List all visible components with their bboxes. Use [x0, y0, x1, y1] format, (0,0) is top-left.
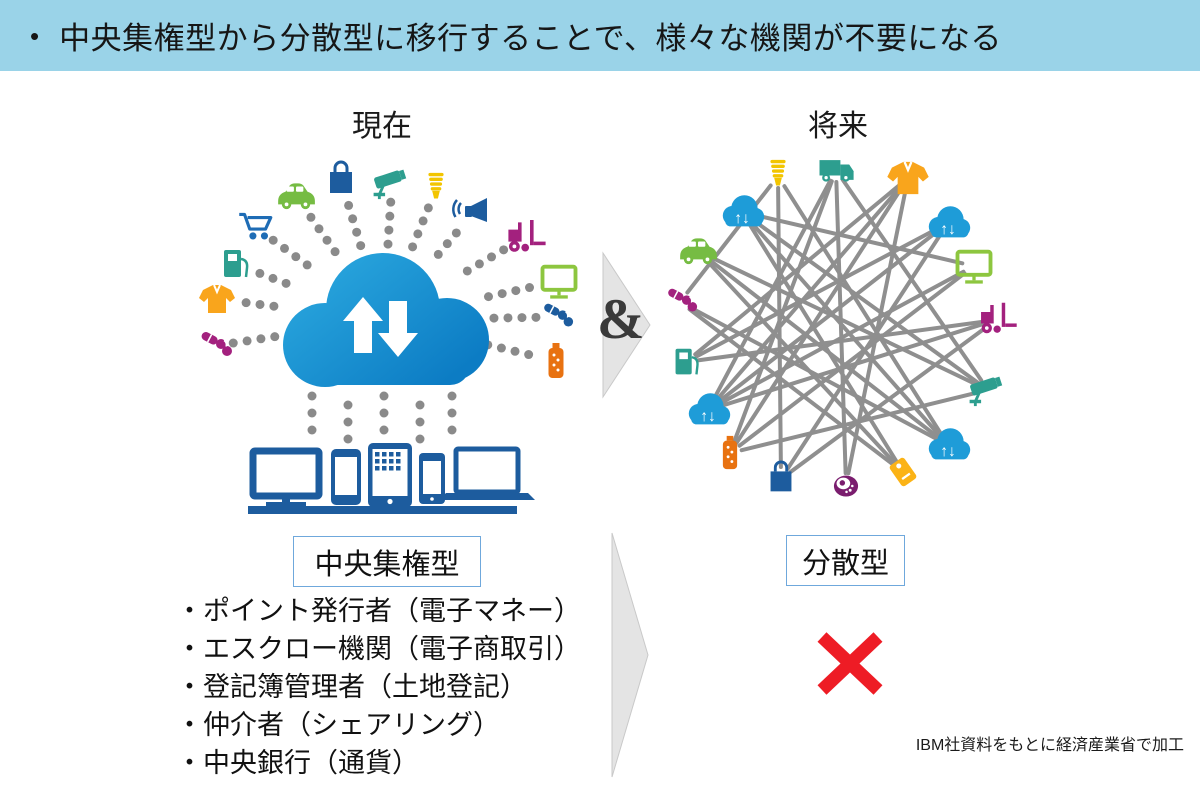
pills-icon [668, 288, 698, 312]
jacket-icon [887, 161, 929, 195]
network-links [685, 177, 989, 476]
svg-text:↑↓: ↑↓ [940, 221, 956, 238]
gas-pump-icon [675, 348, 699, 375]
cctv-camera-icon [373, 169, 407, 200]
pills-blue-icon [544, 303, 574, 327]
pills-icon [201, 332, 232, 356]
decentralized-icons: ↑↓ ↑↓ ↑↓ ↑↓ [668, 159, 1017, 497]
truck-icon [819, 160, 854, 182]
light-bulb-icon [428, 172, 444, 199]
slide-title: 中央集権型から分散型に移行することで、様々な機関が不要になる [59, 21, 1002, 56]
bread-icon [833, 475, 859, 497]
bottle-icon [548, 343, 564, 378]
svg-text:↑↓: ↑↓ [734, 210, 750, 227]
cctv-camera-icon [969, 376, 1003, 407]
client-devices [248, 443, 535, 514]
car-icon [278, 183, 315, 210]
tablet-icon [368, 443, 412, 507]
slide-title-bar: • 中央集権型から分散型に移行することで、様々な機関が不要になる [0, 0, 1200, 71]
source-credit: IBM社資料をもとに経済産業省で加工 [915, 737, 1184, 754]
present-label: 現在 [352, 110, 412, 143]
title-bullet: • [30, 20, 40, 51]
svg-text:↑↓: ↑↓ [700, 408, 716, 425]
monitor-icon [540, 264, 578, 299]
small-right-arrow [602, 251, 651, 399]
centralized-icons [199, 160, 578, 378]
shopping-bag-icon [330, 160, 352, 193]
megaphone-icon [452, 198, 487, 222]
smartphone-icon [331, 449, 361, 505]
monitor-icon [955, 249, 993, 284]
up-down-arrows-icon [343, 297, 418, 357]
centralized-institutions-list: ・ポイント発行者（電子マネー） ・エスクロー機関（電子商取引） ・登記簿管理者（土地… [176, 592, 581, 782]
forklift-icon [981, 302, 1017, 334]
list-item: ・仲介者（シェアリング） [176, 710, 500, 740]
dotted-rays [228, 197, 541, 444]
shopping-bag-icon [770, 460, 792, 492]
laptop-icon [439, 446, 535, 500]
light-bulb-icon [770, 159, 786, 186]
cloud-sync-icon: ↑↓ [928, 206, 971, 238]
list-item: ・ポイント発行者（電子マネー） [176, 596, 581, 626]
device-shelf-bar [248, 506, 517, 514]
cloud-sync-icon: ↑↓ [722, 195, 765, 227]
list-item: ・中央銀行（通貨） [176, 748, 419, 778]
centralized-type-box: 中央集権型 [293, 536, 481, 587]
central-cloud-icon [283, 253, 489, 387]
shopping-cart-icon [239, 212, 273, 240]
ampersand-symbol: & [597, 288, 645, 351]
forklift-icon [508, 220, 546, 252]
red-cross-mark [817, 632, 883, 695]
cloud-sync-icon: ↑↓ [688, 393, 731, 425]
future-label: 将来 [808, 110, 868, 143]
price-tag-icon [889, 457, 917, 487]
decentralized-type-box: 分散型 [786, 535, 905, 586]
gas-pump-icon [224, 250, 249, 278]
list-item: ・エスクロー機関（電子商取引） [176, 634, 581, 664]
desktop-monitor-icon [249, 447, 323, 506]
bottle-icon [722, 435, 738, 470]
big-right-arrow [611, 532, 649, 778]
small-phone-icon [419, 453, 445, 504]
jacket-icon [199, 284, 235, 313]
svg-text:↑↓: ↑↓ [940, 443, 956, 460]
cloud-sync-icon: ↑↓ [928, 428, 971, 460]
car-icon [680, 238, 717, 265]
list-item: ・登記簿管理者（土地登記） [176, 672, 527, 702]
